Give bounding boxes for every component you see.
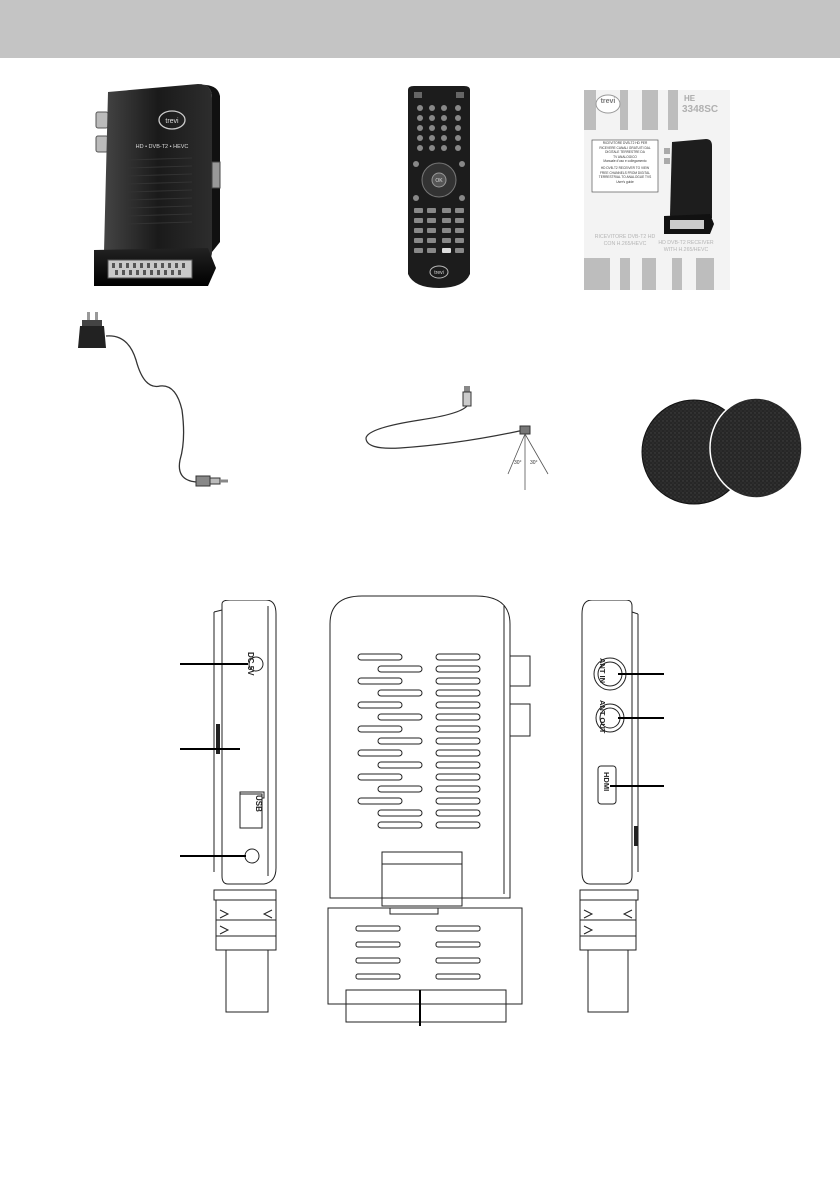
ir-angle-left: 30° [514,460,522,466]
ir-angle-right: 30° [530,460,538,466]
packaging-title-en: HD DVB-T2 RECEIVER WITH H.265/HEVC [658,240,714,253]
dc-port-label: DC 5V [246,652,255,676]
ant-out-port-label: ANT OUT [598,700,607,734]
remote-brand-logo: trevi [434,270,443,276]
ant-in-port-label: ANT IN [598,658,607,683]
receiver-front-diagram [327,595,531,1026]
packaging-box-image: trevi HE 3348SC RICEVITORE DVB-T2 HD PER… [584,90,730,290]
hdmi-port-label: HDMI [602,772,611,791]
receiver-product-image: trevi HD • DVB-T2 • HEVC [94,84,221,286]
svg-text:OK: OK [435,178,443,184]
usb-port-label: USB [254,795,263,812]
receiver-front-label: HD • DVB-T2 • HEVC [136,144,189,150]
receiver-right-side-diagram: ANT IN ANT OUT HDMI [579,600,664,1013]
packaging-model-prefix: HE [684,94,696,103]
header-bar [0,0,840,58]
ir-extension-cable-image: 30° 30° [365,386,549,490]
velcro-pads-image [641,397,803,505]
remote-control-image: OK trevi [408,86,470,288]
packaging-title-it: RICEVITORE DVB-T2 HD CON H.265/HEVC [594,234,656,247]
receiver-brand-logo: trevi [165,118,179,125]
power-adapter-image [78,312,228,487]
packaging-brand-logo: trevi [600,98,616,105]
receiver-left-side-diagram: DC 5V USB [180,600,277,1013]
packaging-model: 3348SC [682,104,719,115]
packaging-description-box: RICEVITORE DVB-T2 HD PER RICEVERE CANALI… [598,141,652,184]
